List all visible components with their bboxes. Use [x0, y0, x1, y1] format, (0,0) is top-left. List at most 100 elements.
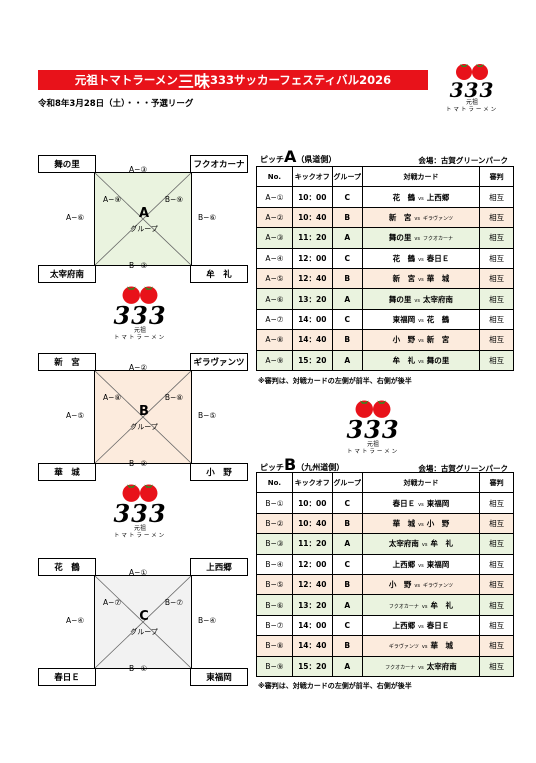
- col-header: グループ: [331, 471, 363, 494]
- vs-label: vs: [421, 603, 428, 610]
- away-team: 小 野: [426, 518, 450, 528]
- group-letter: A: [138, 206, 150, 221]
- pitch-a-letter: A: [284, 147, 297, 166]
- diag-left-label: A−⑦: [103, 598, 122, 607]
- match-left-label: A−⑥: [66, 213, 85, 222]
- away-team: 牟 礼: [430, 600, 454, 610]
- referee: 相互: [479, 349, 514, 371]
- group-code: B: [331, 206, 363, 229]
- vs-label: vs: [418, 521, 424, 528]
- kickoff-time: 15：20: [291, 349, 333, 371]
- diag-right-label: B−⑨: [164, 195, 183, 204]
- group-sub: グループ: [130, 628, 158, 636]
- col-header: キックオフ: [291, 165, 333, 188]
- referee: 相互: [479, 329, 514, 351]
- kickoff-time: 10：00: [291, 186, 333, 208]
- group-square: A−⑦ B−⑦ C グループ: [94, 575, 192, 669]
- team-top-left: 舞の里: [38, 155, 96, 173]
- home-team: 太宰府南: [388, 539, 419, 549]
- home-team: 上西郷: [392, 620, 416, 630]
- group-code: A: [331, 288, 363, 310]
- referee: 相互: [479, 247, 514, 269]
- group-code: C: [331, 247, 363, 269]
- home-team: 花 鶴: [392, 192, 416, 202]
- away-team: 花 鶴: [426, 314, 450, 324]
- pitch-b-header: ピッチB（九州道側） 会場：古賀グリーンパーク: [256, 455, 514, 474]
- group-sub: グループ: [130, 225, 158, 233]
- title-suffix: 333サッカーフェスティバル2026: [209, 73, 392, 87]
- diag-right-label: B−⑦: [164, 598, 183, 607]
- match-no: A−⑦: [256, 308, 293, 331]
- group-code: C: [331, 614, 363, 637]
- group-letter: B: [139, 404, 149, 419]
- tomato-icon: [456, 64, 488, 80]
- match-no: B−⑦: [256, 614, 293, 637]
- match-no: A−⑨: [256, 349, 293, 371]
- group-code: A: [331, 349, 363, 371]
- kickoff-time: 10：40: [291, 206, 333, 229]
- kickoff-time: 12：00: [291, 553, 333, 575]
- kickoff-time: 14：40: [291, 635, 333, 657]
- match-no: A−②: [256, 206, 293, 229]
- logo-sub2: トマトラーメン: [113, 334, 167, 341]
- team-bottom-right: 牟 礼: [190, 265, 248, 283]
- logo-sub2: トマトラーメン: [445, 106, 499, 113]
- referee: 相互: [479, 614, 514, 637]
- vs-label: vs: [418, 317, 424, 324]
- kickoff-time: 14：40: [291, 329, 333, 351]
- schedule-header-row: No.キックオフグループ対戦カード審判: [256, 165, 514, 188]
- group-code: C: [331, 308, 363, 331]
- kickoff-time: 11：20: [291, 227, 333, 249]
- pitch-b-letter: B: [284, 455, 297, 474]
- away-team: 太宰府南: [423, 294, 453, 304]
- home-team: 新 宮: [388, 212, 412, 222]
- tomato-icon: [122, 286, 158, 304]
- team-top-right: 上西郷: [190, 558, 248, 576]
- pitch-a-header: ピッチA（県道側） 会場：古賀グリーンパーク: [256, 147, 514, 166]
- match-no: B−③: [256, 533, 293, 555]
- kickoff-time: 11：20: [291, 533, 333, 555]
- diag-right-label: B−⑧: [164, 393, 183, 402]
- logo-number: 333: [449, 78, 495, 102]
- event-date: 令和8年3月28日（土）・・・予選リーグ: [38, 99, 194, 109]
- kickoff-time: 14：00: [291, 308, 333, 331]
- group-diagram-c: A−⑦ B−⑦ C グループ 花 鶴 上西郷 春日Ｅ 東福岡 A−① B−① A…: [38, 558, 248, 686]
- team-bottom-left: 太宰府南: [38, 265, 96, 283]
- kickoff-time: 14：00: [291, 614, 333, 637]
- brand-logo: 333 元祖 トマトラーメン: [338, 396, 408, 455]
- logo-sub1: 元祖: [133, 327, 146, 334]
- home-team: 牟 礼: [392, 355, 416, 365]
- vs-label: vs: [421, 542, 428, 549]
- logo-sub2: トマトラーメン: [346, 448, 400, 455]
- team-bottom-left: 華 城: [38, 463, 96, 481]
- tomato-icon: [122, 484, 158, 502]
- home-team: 舞の里: [388, 294, 412, 304]
- home-team: 花 鶴: [392, 253, 416, 263]
- away-team: 華 城: [430, 641, 454, 651]
- home-team: 東福岡: [392, 314, 416, 324]
- vs-label: vs: [418, 358, 424, 365]
- col-header: 審判: [479, 165, 514, 188]
- group-code: B: [331, 267, 363, 290]
- kickoff-time: 12：40: [291, 267, 333, 290]
- referee: 相互: [479, 308, 514, 331]
- home-team: 小 野: [388, 580, 412, 590]
- group-letter: C: [139, 609, 149, 624]
- home-team: フクオカーナ: [385, 664, 416, 671]
- away-team: ギラヴァンツ: [422, 583, 453, 590]
- brand-logo: 333 元祖 トマトラーメン: [105, 480, 175, 539]
- match-left-label: A−⑤: [66, 411, 85, 420]
- col-header: 対戦カード: [361, 165, 481, 188]
